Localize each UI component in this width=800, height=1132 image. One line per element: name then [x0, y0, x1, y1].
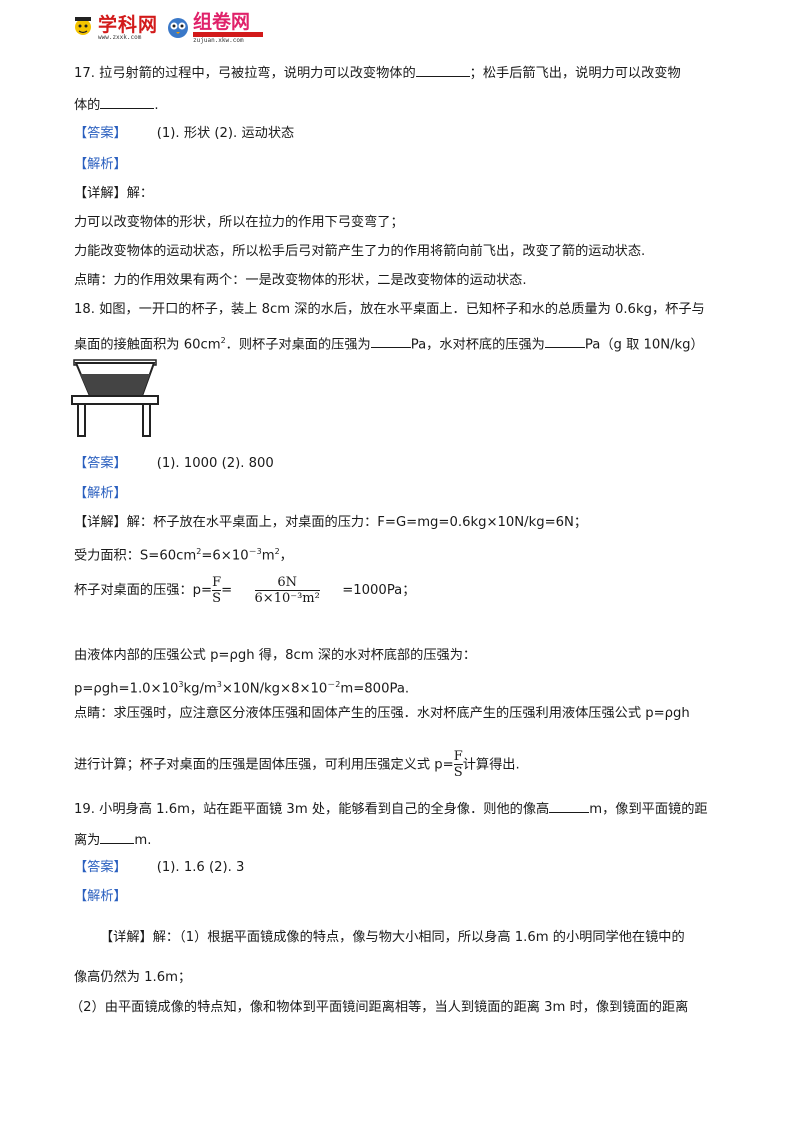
- answer-blank: [415, 62, 470, 77]
- q18-stem-line1: 18. 如图，一开口的杯子，装上 8cm 深的水后，放在水平桌面上．已知杯子和水…: [74, 302, 705, 317]
- logo-text: 组卷网: [193, 10, 251, 33]
- page-header: 学科网 www.zxxk.com 组卷网 zujuan.xkw.com: [72, 8, 264, 48]
- q18-detail-4: 由液体内部的压强公式 p=ρgh 得，8cm 深的水对杯底部的压强为：: [74, 648, 477, 663]
- q18-note-1: 点睛：求压强时，应注意区分液体压强和固体产生的压强．水对杯底产生的压强利用液体压…: [74, 706, 690, 721]
- q17-detail-tag: 【详解】解：: [74, 186, 154, 201]
- answer-blank: [100, 94, 155, 109]
- q17-detail-2: 力能改变物体的运动状态，所以松手后弓对箭产生了力的作用将箭向前飞出，改变了箭的运…: [74, 244, 646, 259]
- answer-blank: [549, 798, 590, 813]
- answer-blank: [544, 333, 585, 349]
- q17-note: 点睛：力的作用效果有两个：一是改变物体的形状，二是改变物体的运动状态.: [74, 273, 527, 288]
- q19-answer: 【答案】(1). 1.6 (2). 3: [74, 860, 245, 875]
- answer-tag: 【答案】: [74, 860, 127, 875]
- answer-blank: [100, 829, 135, 844]
- q18-detail-1: 【详解】解：杯子放在水平桌面上，对桌面的压力：F=G=mg=0.6kg×10N/…: [74, 515, 588, 530]
- q19-analysis-tag: 【解析】: [74, 889, 127, 904]
- answer-tag: 【答案】: [74, 456, 127, 471]
- logo-bar: [193, 31, 264, 37]
- q19-detail-3: （2）由平面镜成像的特点知，像和物体到平面镜间距离相等，当人到镜面的距离 3m …: [70, 1000, 689, 1015]
- cup-on-table-figure: [71, 359, 159, 437]
- zxxk-logo: 学科网 www.zxxk.com: [72, 15, 158, 41]
- logo-url: www.zxxk.com: [98, 33, 142, 41]
- q17-stem-line2: 体的.: [74, 94, 159, 116]
- zujuan-logo: 组卷网 zujuan.xkw.com: [166, 10, 264, 44]
- q18-analysis-tag: 【解析】: [74, 486, 127, 501]
- q17-analysis-tag: 【解析】: [74, 157, 127, 172]
- q19-detail-2: 像高仍然为 1.6m；: [74, 970, 192, 985]
- answer-tag: 【答案】: [74, 126, 127, 141]
- q17-detail-1: 力可以改变物体的形状，所以在拉力的作用下弓变弯了；: [74, 215, 404, 230]
- answer-blank: [370, 333, 411, 349]
- logo-url: zujuan.xkw.com: [193, 36, 244, 44]
- q19-detail-1: 【详解】解：（1）根据平面镜成像的特点，像与物大小相同，所以身高 1.6m 的小…: [100, 930, 685, 945]
- q18-answer: 【答案】(1). 1000 (2). 800: [74, 456, 274, 471]
- logo-text: 学科网: [98, 13, 159, 36]
- q18-detail-2: 受力面积：S=60cm2=6×10－3m2，: [74, 547, 293, 564]
- q17-stem-line1: 17. 拉弓射箭的过程中，弓被拉弯，说明力可以改变物体的；松手后箭飞出，说明力可…: [74, 62, 681, 84]
- owl-icon: [168, 18, 189, 38]
- q18-detail-5: p=ρgh=1.0×103kg/m3×10N/kg×8×10－2m=800Pa.: [74, 680, 410, 697]
- q19-stem-line1: 19. 小明身高 1.6m，站在距平面镜 3m 处，能够看到自己的全身像．则他的…: [74, 798, 708, 820]
- mascot-icon: [75, 17, 91, 35]
- q17-answer: 【答案】(1). 形状 (2). 运动状态: [74, 126, 295, 141]
